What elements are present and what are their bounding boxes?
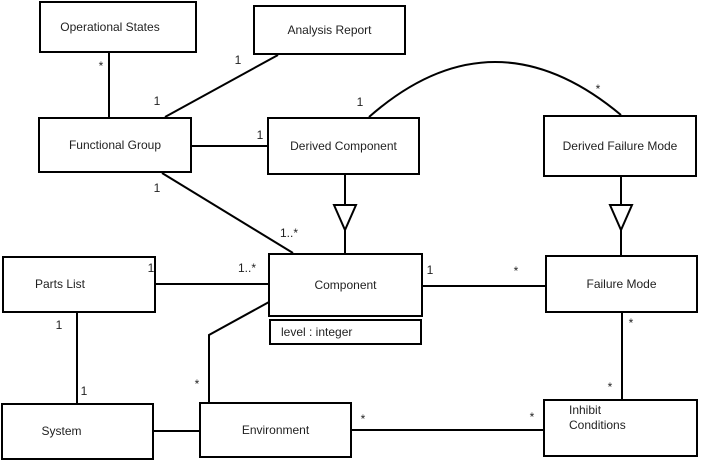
class-name-label: Operational States: [60, 19, 160, 34]
multiplicity-label-functional-group-bottom: 1: [153, 181, 161, 195]
attribute-label: level : integer: [281, 325, 353, 339]
multiplicity-label-functional-group-top: 1: [153, 94, 161, 108]
class-name-label: Functional Group: [68, 137, 162, 152]
generalization-arrow-icon-derived-component--component: [332, 204, 358, 233]
class-name-label: System: [41, 424, 82, 438]
multiplicity-label-environment-right: *: [360, 412, 366, 426]
multiplicity-label-failure-mode-bottom: *: [628, 316, 634, 330]
class-derived-failure-mode[interactable]: Derived Failure Mode: [543, 115, 697, 177]
class-name-label: Failure Mode: [586, 276, 657, 291]
multiplicity-label-derived-component-arc: 1: [356, 95, 364, 109]
generalization-arrow-icon-derived-failure-mode--failure-mode: [608, 204, 634, 233]
class-name-label: Analysis Report: [287, 22, 372, 37]
edge-derived-component--derived-failure-mode-arc: [368, 61, 622, 118]
class-functional-group[interactable]: Functional Group: [38, 117, 192, 173]
multiplicity-label-parts-list-bottom: 1: [55, 318, 63, 332]
class-analysis-report[interactable]: Analysis Report: [253, 5, 406, 55]
multiplicity-label-inhibit-conditions-left: *: [529, 410, 535, 424]
class-name-label: Component: [314, 277, 377, 292]
multiplicity-label-component-right: 1: [426, 263, 434, 277]
multiplicity-label-derived-failure-mode-arc: *: [595, 82, 601, 96]
multiplicity-label-component-top-left: 1..*: [279, 226, 299, 240]
class-name-label: Environment: [241, 422, 310, 437]
class-operational-states[interactable]: Operational States: [39, 1, 197, 53]
class-name-label: Derived Failure Mode: [562, 138, 678, 153]
class-system[interactable]: System: [1, 403, 154, 460]
class-name-label: Parts List: [34, 277, 85, 291]
multiplicity-label-component-left: 1..*: [237, 261, 257, 275]
class-parts-list[interactable]: Parts List: [2, 256, 156, 313]
multiplicity-label-derived-component-left: 1: [256, 128, 264, 142]
class-name-line: Conditions: [569, 418, 626, 432]
multiplicity-label-environment-top: *: [194, 377, 200, 391]
multiplicity-label-operational-states: *: [98, 59, 104, 73]
multiplicity-label-inhibit-conditions-top: *: [607, 380, 613, 394]
class-derived-component[interactable]: Derived Component: [267, 117, 420, 175]
class-component[interactable]: Component: [268, 253, 423, 317]
class-component-attributes[interactable]: level : integer: [269, 319, 422, 345]
class-name-line: Inhibit: [569, 403, 602, 417]
multiplicity-label-parts-list-right: 1: [147, 261, 155, 275]
edge-functional-group--component: [161, 172, 294, 254]
class-name-label: Derived Component: [290, 138, 397, 153]
class-failure-mode[interactable]: Failure Mode: [545, 255, 698, 313]
edge-environment--component: [208, 301, 270, 402]
multiplicity-label-failure-mode-left: *: [513, 264, 519, 278]
class-environment[interactable]: Environment: [199, 402, 352, 458]
edge-functional-group--analysis-report: [164, 54, 279, 118]
multiplicity-label-system-top: 1: [80, 384, 88, 398]
multiplicity-label-analysis-report: 1: [234, 53, 242, 67]
